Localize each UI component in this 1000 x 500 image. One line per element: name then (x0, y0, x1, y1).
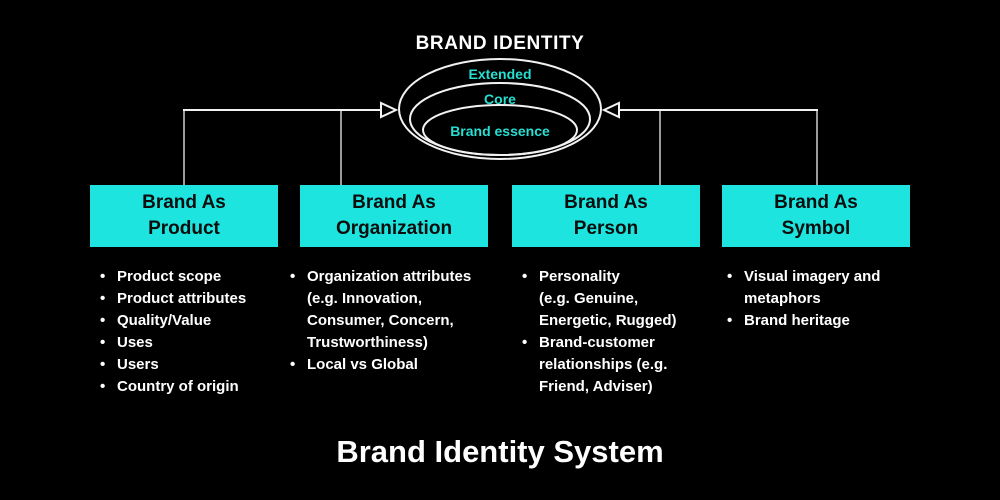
brand-as-organization-box: Brand As Organization (300, 185, 488, 247)
diagram-main-title: Brand Identity System (336, 434, 664, 469)
brand-as-symbol-box: Brand As Symbol (722, 185, 910, 247)
arrow-left-icon (601, 101, 620, 119)
list-item: Brand-customer relationships (e.g. Frien… (522, 332, 717, 398)
list-item: Organization attributes (e.g. Innovation… (290, 266, 505, 354)
symbol-attribute-list: Visual imagery and metaphors Brand herit… (727, 266, 927, 332)
brand-as-person-box: Brand As Person (512, 185, 700, 247)
core-label: Core (484, 91, 516, 107)
list-item: Users (100, 354, 285, 376)
arrow-right-icon (380, 101, 399, 119)
organization-attribute-list: Organization attributes (e.g. Innovation… (290, 266, 505, 376)
brand-essence-label: Brand essence (450, 123, 550, 139)
diagram-top-title: BRAND IDENTITY (415, 33, 585, 54)
list-item: Country of origin (100, 376, 285, 398)
extended-label: Extended (468, 66, 532, 82)
list-item: Product scope (100, 266, 285, 288)
list-item: Product attributes (100, 288, 285, 310)
list-item: Personality (e.g. Genuine, Energetic, Ru… (522, 266, 717, 332)
brand-essence-ellipse (422, 104, 578, 156)
person-attribute-list: Personality (e.g. Genuine, Energetic, Ru… (522, 266, 717, 398)
list-item: Visual imagery and metaphors (727, 266, 927, 310)
brand-as-product-box: Brand As Product (90, 185, 278, 247)
list-item: Uses (100, 332, 285, 354)
list-item: Local vs Global (290, 354, 505, 376)
list-item: Quality/Value (100, 310, 285, 332)
extended-ellipse (398, 58, 602, 160)
list-item: Brand heritage (727, 310, 927, 332)
product-attribute-list: Product scope Product attributes Quality… (100, 266, 285, 398)
